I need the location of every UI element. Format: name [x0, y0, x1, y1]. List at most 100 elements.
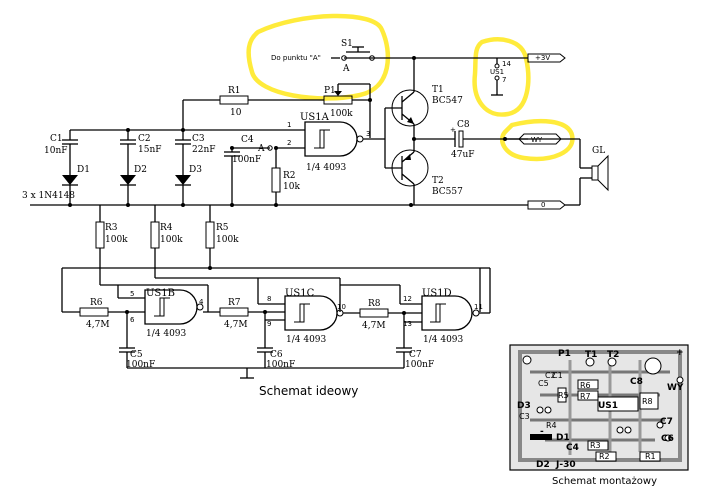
us1-pin-14: 14 — [502, 60, 511, 68]
gate-us1d — [421, 295, 473, 331]
pcb-r7: R7 — [580, 392, 591, 401]
c4-value: 100nF — [232, 155, 261, 165]
us1-pin-7: 7 — [502, 76, 506, 84]
pcb-us1: US1 — [598, 401, 618, 411]
r1-value: 10 — [230, 108, 242, 118]
pcb-c1: C1 — [552, 371, 563, 380]
us1c-part: 1/4 4093 — [286, 335, 327, 345]
node-a-label: A — [257, 144, 265, 154]
us1d-part: 1/4 4093 — [423, 335, 464, 345]
pcb-layout — [509, 344, 689, 471]
r4-ref: R4 — [160, 223, 173, 233]
pcb-d1: D1 — [556, 433, 570, 443]
pcb-c8: C8 — [630, 377, 643, 387]
t2-type: BC557 — [432, 187, 463, 197]
speaker-gl — [591, 165, 599, 181]
r3-resistor — [95, 221, 105, 249]
pcb-p1: P1 — [558, 349, 571, 359]
pcb-c5: C5 — [538, 379, 549, 388]
switch-node: A — [342, 64, 350, 74]
highlight-output — [499, 118, 575, 162]
r7-value: 4,7M — [224, 320, 248, 330]
pcb-minus: - — [540, 427, 544, 437]
ground-label: 0 — [541, 201, 545, 209]
schematic-caption: Schemat ideowy — [259, 384, 358, 398]
r8-resistor — [359, 308, 389, 318]
r2-resistor — [271, 167, 281, 193]
us1c-pin9: 9 — [267, 320, 271, 328]
output-label: WY — [531, 136, 543, 144]
pcb-c6: C6 — [661, 434, 674, 444]
pcb-c2: C2 — [545, 371, 556, 380]
r1-resistor — [219, 95, 249, 105]
d2-ref: D2 — [134, 165, 147, 175]
r6-ref: R6 — [90, 298, 103, 308]
r4-resistor — [150, 221, 160, 249]
t2-ref: T2 — [432, 176, 444, 186]
pcb-r3: R3 — [590, 441, 601, 450]
r7-resistor — [219, 307, 249, 317]
us1b-pin5: 5 — [130, 290, 134, 298]
us1a-pin3: 3 — [366, 130, 370, 138]
switch-label: S1 — [341, 39, 353, 49]
supply-label: +3V — [535, 54, 550, 62]
us1a-ref: US1A — [300, 112, 330, 123]
r5-ref: R5 — [216, 223, 229, 233]
r8-value: 4,7M — [362, 321, 386, 331]
c1-ref: C1 — [50, 134, 63, 144]
c8-plus: + — [450, 126, 456, 134]
us1c-ref: US1C — [285, 288, 315, 299]
r6-value: 4,7M — [86, 320, 110, 330]
us1b-ref: US1B — [146, 288, 175, 299]
us1d-pin12: 12 — [403, 295, 412, 303]
pcb-j30: J-30 — [555, 460, 576, 470]
ground-terminal — [527, 200, 566, 210]
supply-terminal — [527, 53, 566, 63]
p1-value: 100k — [330, 109, 353, 119]
pcb-t2: T2 — [607, 350, 619, 360]
c6-ref: C6 — [270, 350, 283, 360]
r3-ref: R3 — [105, 223, 118, 233]
us1c-pin10: 10 — [337, 303, 346, 311]
pcb-r4: R4 — [546, 421, 557, 430]
d1-ref: D1 — [77, 165, 90, 175]
diode-note: 3 x 1N4148 — [22, 191, 75, 201]
c1-value: 10nF — [44, 146, 68, 156]
us1-power-ref: US1 — [490, 68, 504, 76]
us1b-pin4: 4 — [199, 298, 204, 306]
pcb-d3-top: D3 — [517, 401, 531, 411]
pcb-r1: R1 — [645, 452, 656, 461]
c8-value: 47uF — [451, 150, 475, 160]
r1-ref: R1 — [228, 86, 241, 96]
pcb-caption: Schemat montażowy — [552, 476, 657, 487]
c7-value: 100nF — [405, 360, 434, 370]
pcb-c3: C3 — [519, 412, 530, 421]
r5-resistor — [205, 221, 215, 249]
highlight-switch — [246, 13, 391, 101]
p1-ref: P1 — [324, 86, 336, 96]
gate-us1a — [304, 121, 358, 157]
r2-value: 10k — [283, 182, 300, 192]
pcb-c4: C4 — [566, 443, 579, 453]
d3-ref: D3 — [189, 165, 202, 175]
r5-value: 100k — [216, 235, 239, 245]
c3-value: 22nF — [192, 145, 216, 155]
us1c-pin8: 8 — [267, 295, 271, 303]
pcb-c7: C7 — [660, 417, 673, 427]
highlight-us1-power — [472, 37, 531, 117]
c3-ref: C3 — [192, 134, 205, 144]
us1d-pin11: 11 — [474, 303, 483, 311]
pcb-r2: R2 — [599, 452, 610, 461]
us1b-part: 1/4 4093 — [146, 329, 187, 339]
pcb-d2: D2 — [536, 460, 550, 470]
c6-value: 100nF — [266, 360, 295, 370]
pcb-t1: T1 — [585, 350, 597, 360]
r6-resistor — [79, 307, 109, 317]
r3-value: 100k — [105, 235, 128, 245]
us1d-ref: US1D — [422, 288, 452, 299]
us1a-pin2: 2 — [287, 139, 291, 147]
c5-value: 100nF — [126, 360, 155, 370]
r8-ref: R8 — [368, 299, 381, 309]
switch-note: Do punktu "A" — [271, 54, 321, 62]
pcb-wy: WY — [667, 383, 684, 393]
